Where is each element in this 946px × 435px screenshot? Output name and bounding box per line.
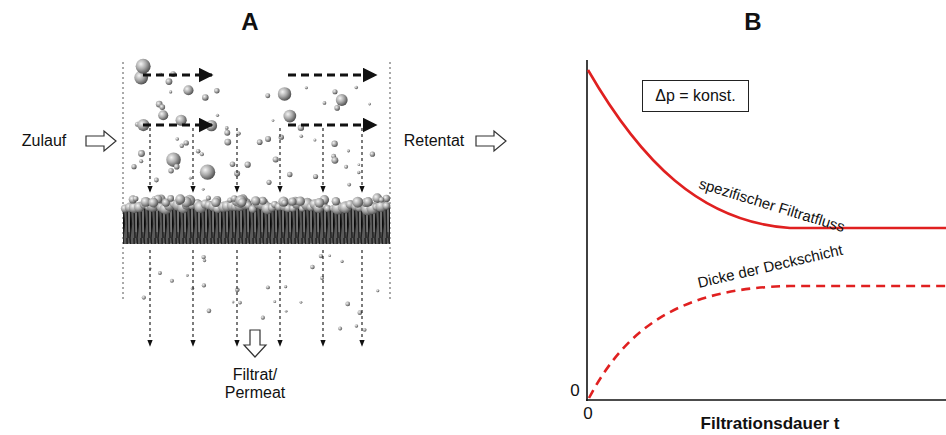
axis-title: Filtrationsdauer t — [701, 414, 840, 434]
axis-tick: 0 — [570, 381, 579, 401]
condition-text: Δp = konst. — [655, 87, 736, 105]
axis-tick: 0 — [583, 404, 592, 424]
panel-letter: A — [241, 8, 258, 36]
boundary-line — [390, 62, 391, 300]
inlet-arrow — [86, 131, 116, 151]
permeation-arrows — [150, 128, 362, 346]
flow-arrows — [143, 75, 376, 125]
outlet-arrow — [476, 131, 506, 151]
particles — [121, 59, 390, 332]
condition-box: Δp = konst. — [642, 80, 749, 112]
panel-letter: B — [744, 8, 761, 36]
annotation: Zulauf — [22, 132, 66, 150]
filtrate-arrow — [244, 330, 266, 357]
y-axis — [586, 60, 588, 401]
boundary-line — [123, 62, 124, 300]
x-axis — [586, 399, 946, 401]
annotation: Filtrat/ Permeat — [215, 366, 295, 403]
annotation: Dicke der Deckschicht — [696, 241, 844, 291]
annotation: Retentat — [404, 132, 464, 150]
layer-thickness-curve — [589, 286, 946, 398]
